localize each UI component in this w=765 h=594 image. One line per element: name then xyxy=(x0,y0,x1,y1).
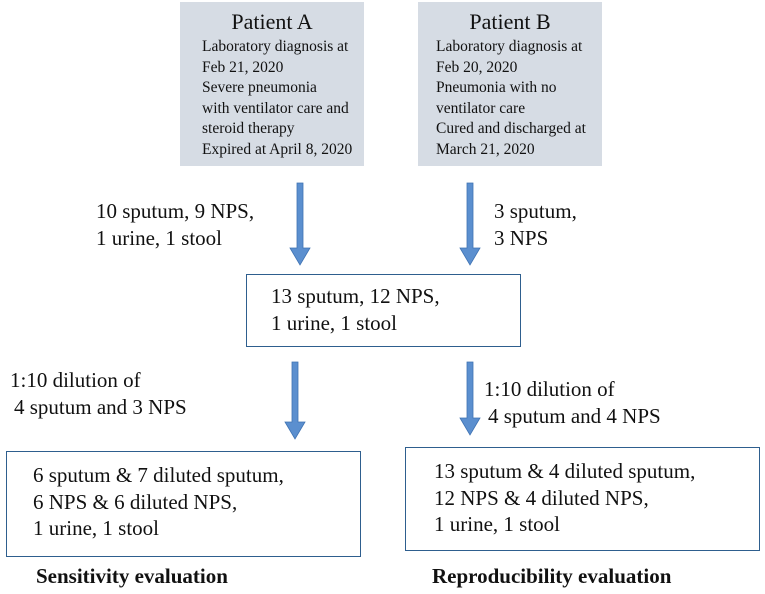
arrow-down-icon xyxy=(459,182,481,266)
patient-b-line: ventilator care xyxy=(436,99,526,117)
edge-label-line: 3 NPS xyxy=(494,226,549,250)
combined-line: 13 sputum, 12 NPS, xyxy=(271,284,440,308)
patient-b-line: Pneumonia with no xyxy=(436,79,557,96)
patient-a-line: Severe pneumonia xyxy=(202,79,317,96)
patient-a-line: Feb 21, 2020 xyxy=(202,58,284,76)
sensitivity-line: 1 urine, 1 stool xyxy=(33,516,159,540)
reproducibility-line: 12 NPS & 4 diluted NPS, xyxy=(434,485,649,510)
patient-a-line: Expired at April 8, 2020 xyxy=(202,140,353,158)
patient-a-box: Patient A Laboratory diagnosis at Feb 21… xyxy=(180,2,364,166)
dilution-line: 4 sputum and 3 NPS xyxy=(14,395,187,419)
patient-b-line: Laboratory diagnosis at xyxy=(436,38,583,55)
dilution-line: 4 sputum and 4 NPS xyxy=(488,404,661,428)
arrow-down-icon xyxy=(284,361,306,440)
dilution-label-right: 1:10 dilution of 4 sputum and 4 NPS xyxy=(484,376,661,430)
arrow-down-icon xyxy=(459,361,481,436)
sensitivity-box: 6 sputum & 7 diluted sputum, 6 NPS & 6 d… xyxy=(6,451,361,557)
patient-b-line: March 21, 2020 xyxy=(436,140,535,158)
patient-b-box: Patient B Laboratory diagnosis at Feb 20… xyxy=(418,2,602,166)
sensitivity-line: 6 sputum & 7 diluted sputum, xyxy=(33,463,284,487)
combined-specimens-box: 13 sputum, 12 NPS, 1 urine, 1 stool xyxy=(246,274,521,347)
patient-b-title: Patient B xyxy=(469,9,551,34)
sensitivity-line: 6 NPS & 6 diluted NPS, xyxy=(33,489,238,514)
edge-label-patient-b: 3 sputum, 3 NPS xyxy=(494,198,577,252)
sensitivity-caption: Sensitivity evaluation xyxy=(36,564,228,588)
edge-label-line: 3 sputum, xyxy=(494,199,577,223)
patient-a-line: steroid therapy xyxy=(202,120,295,137)
reproducibility-line: 13 sputum & 4 diluted sputum, xyxy=(434,459,696,483)
edge-label-line: 1 urine, 1 stool xyxy=(96,226,222,250)
reproducibility-caption: Reproducibility evaluation xyxy=(432,564,672,588)
reproducibility-box: 13 sputum & 4 diluted sputum, 12 NPS & 4… xyxy=(405,447,760,551)
dilution-label-left: 1:10 dilution of 4 sputum and 3 NPS xyxy=(10,367,187,421)
patient-a-line: with ventilator care and xyxy=(202,99,349,117)
combined-line: 1 urine, 1 stool xyxy=(271,310,397,335)
patient-b-line: Cured and discharged at xyxy=(436,120,586,137)
patient-b-line: Feb 20, 2020 xyxy=(436,58,518,76)
arrow-down-icon xyxy=(289,182,311,266)
dilution-line: 1:10 dilution of xyxy=(484,377,615,401)
reproducibility-line: 1 urine, 1 stool xyxy=(434,512,560,536)
edge-label-patient-a: 10 sputum, 9 NPS, 1 urine, 1 stool xyxy=(96,198,254,252)
dilution-line: 1:10 dilution of xyxy=(10,368,141,392)
edge-label-line: 10 sputum, 9 NPS, xyxy=(96,199,255,223)
patient-a-title: Patient A xyxy=(231,9,313,34)
patient-a-line: Laboratory diagnosis at xyxy=(202,38,349,55)
